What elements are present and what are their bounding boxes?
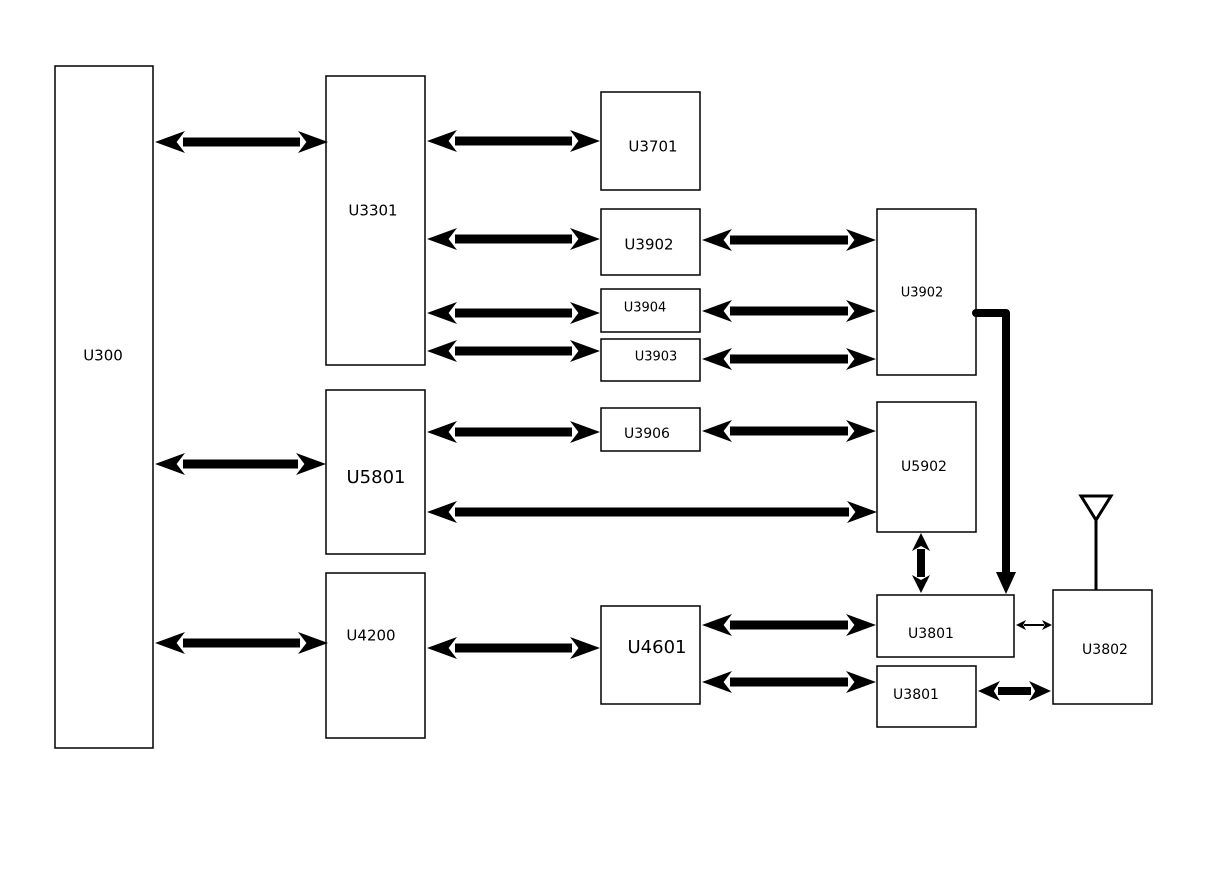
arrow-u5801-u5902-head-end — [847, 501, 877, 523]
block-u3701: U3701 — [600, 91, 701, 191]
block-u3701-label: U3701 — [628, 138, 677, 156]
arrow-u4601-u3801a-head-start — [702, 614, 732, 636]
block-u3301-label: U3301 — [348, 202, 397, 220]
u3902-to-u3801-connector — [972, 309, 1016, 594]
arrow-u3904-u3902b-head-start — [702, 300, 732, 322]
arrow-u3904-u3902b — [702, 300, 876, 322]
block-u5902-label: U5902 — [901, 459, 947, 475]
block-u3906: U3906 — [600, 407, 701, 452]
block-u300-label: U300 — [83, 347, 123, 365]
block-u3904-label: U3904 — [624, 301, 667, 316]
arrow-u300-u3301-head-end — [298, 131, 328, 153]
arrow-u4601-u3801a-head-end — [846, 614, 876, 636]
block-u3801-a-label: U3801 — [908, 626, 954, 642]
arrow-u3301-u3701-head-start — [427, 130, 457, 152]
arrow-u3301-u3902-head-end — [570, 228, 600, 250]
arrow-u3906-u5902 — [702, 420, 876, 442]
arrow-u300-u5801-head-end — [296, 453, 326, 475]
arrow-u5801-u5902-head-start — [427, 501, 457, 523]
arrow-u5801-u3906-head-start — [427, 421, 457, 443]
arrow-u300-u5801-head-start — [155, 453, 185, 475]
antenna-icon — [1078, 494, 1114, 590]
arrow-u3801b-u3802-head-end — [1029, 681, 1051, 701]
block-u5801: U5801 — [325, 389, 426, 555]
arrow-u4200-u4601-head-start — [427, 637, 457, 659]
arrow-u5902-u3801a-head-start — [912, 533, 930, 551]
block-u4200-label: U4200 — [346, 627, 395, 645]
block-u4200: U4200 — [325, 572, 426, 739]
arrow-u300-u4200 — [155, 632, 328, 654]
arrow-u3301-u3903-head-end — [570, 340, 600, 362]
block-u5801-label: U5801 — [347, 467, 406, 488]
arrow-u3301-u3701 — [427, 130, 600, 152]
arrow-u4601-u3801b-head-end — [846, 671, 876, 693]
arrow-u300-u3301-head-start — [155, 131, 185, 153]
block-u3902-a-label: U3902 — [624, 236, 673, 254]
arrow-u3801a-u3802 — [1016, 620, 1052, 630]
arrow-u5902-u3801a — [912, 533, 930, 593]
arrow-u3902-u3902b — [702, 229, 876, 251]
arrow-u300-u5801 — [155, 453, 326, 475]
arrow-u4200-u4601-head-end — [570, 637, 600, 659]
block-u3301: U3301 — [325, 75, 426, 366]
block-u3904: U3904 — [600, 288, 701, 333]
arrow-u3301-u3904-head-start — [427, 302, 457, 324]
block-u4601: U4601 — [600, 605, 701, 705]
arrow-u3906-u5902-head-end — [846, 420, 876, 442]
arrow-u3902-u3902b-head-start — [702, 229, 732, 251]
bus-arrows — [155, 130, 1052, 701]
arrow-u3301-u3902-head-start — [427, 228, 457, 250]
block-u3902-a: U3902 — [600, 208, 701, 276]
arrow-u3903-u3902b-head-start — [702, 348, 732, 370]
arrow-u5801-u5902 — [427, 501, 877, 523]
block-u3902-b: U3902 — [876, 208, 977, 376]
block-u3903-label: U3903 — [635, 350, 678, 365]
block-u3906-label: U3906 — [624, 426, 670, 442]
block-u5902: U5902 — [876, 401, 977, 533]
arrow-u5902-u3801a-head-end — [912, 575, 930, 593]
arrow-u300-u3301 — [155, 131, 328, 153]
arrow-u4200-u4601 — [427, 637, 600, 659]
arrow-u3301-u3904-head-end — [570, 302, 600, 324]
arrow-u3902-u3902b-head-end — [846, 229, 876, 251]
block-u3902-b-label: U3902 — [901, 286, 944, 301]
block-u300: U300 — [54, 65, 154, 749]
arrow-u3301-u3903-head-start — [427, 340, 457, 362]
arrow-u3904-u3902b-head-end — [846, 300, 876, 322]
arrow-u3301-u3902 — [427, 228, 600, 250]
arrow-u3801a-u3802-head-end — [1042, 620, 1052, 630]
block-u3801-b-label: U3801 — [893, 687, 939, 703]
arrow-u5801-u3906-head-end — [570, 421, 600, 443]
arrow-u3903-u3902b-head-end — [846, 348, 876, 370]
block-u3802: U3802 — [1052, 589, 1153, 705]
arrow-u3801a-u3802-head-start — [1016, 620, 1026, 630]
block-u3801-b: U3801 — [876, 665, 977, 728]
arrow-u300-u4200-head-end — [298, 632, 328, 654]
arrow-u3301-u3701-head-end — [570, 130, 600, 152]
arrow-u4601-u3801b-head-start — [702, 671, 732, 693]
block-u4601-label: U4601 — [628, 637, 687, 658]
block-u3801-a: U3801 — [876, 594, 1015, 658]
arrow-u3301-u3903 — [427, 340, 600, 362]
arrow-u5801-u3906 — [427, 421, 600, 443]
arrow-u3301-u3904 — [427, 302, 600, 324]
arrow-u300-u4200-head-start — [155, 632, 185, 654]
block-u3802-label: U3802 — [1082, 642, 1128, 658]
arrow-u3801b-u3802-head-start — [978, 681, 1000, 701]
arrow-u4601-u3801a — [702, 614, 876, 636]
block-u3903: U3903 — [600, 338, 701, 382]
arrow-u3906-u5902-head-start — [702, 420, 732, 442]
arrow-u4601-u3801b — [702, 671, 876, 693]
arrow-u3801b-u3802 — [978, 681, 1051, 701]
arrow-u3903-u3902b — [702, 348, 876, 370]
